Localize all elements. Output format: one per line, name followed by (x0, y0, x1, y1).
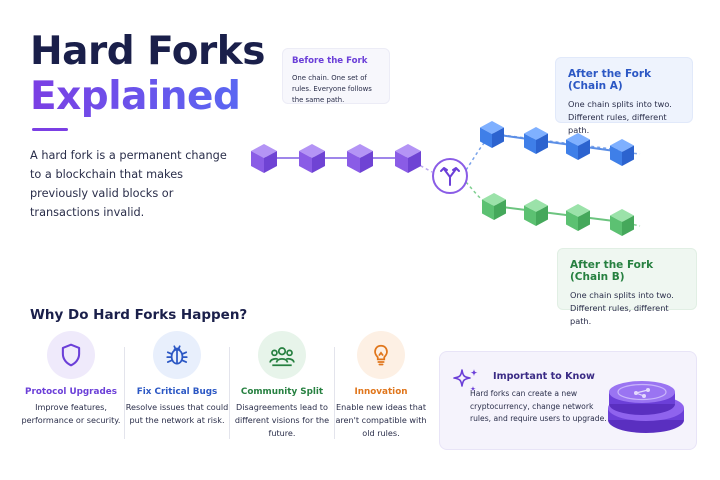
shield-icon (61, 343, 81, 367)
important-title: Important to Know (493, 371, 595, 382)
important-text: Hard forks can create a new cryptocurren… (470, 389, 607, 423)
people-icon (269, 347, 295, 367)
block-chain-b (566, 204, 590, 231)
reason-desc: Enable new ideas that aren't compatible … (335, 402, 427, 438)
block-before (395, 144, 421, 173)
reason-protocol-upgrades: Protocol Upgrades Improve features, perf… (19, 331, 123, 427)
block-before (347, 144, 373, 173)
chain-b-card: After the Fork (Chain B) One chain split… (557, 248, 697, 326)
reason-icon-circle (47, 331, 95, 379)
block-chain-a (610, 139, 634, 166)
reason-title: Innovation (354, 387, 408, 397)
block-before (299, 144, 325, 173)
chain-b-title: After the Fork (Chain B) (570, 259, 654, 283)
reason-icon-circle (153, 331, 201, 379)
title-underline (32, 128, 68, 131)
block-chain-b (610, 209, 634, 236)
block-chain-b (482, 193, 506, 220)
sparkle-icon (453, 369, 478, 392)
reason-icon-circle (357, 331, 405, 379)
reason-innovation: Innovation Enable new ideas that aren't … (329, 331, 433, 440)
coin-stack-icon (608, 381, 684, 433)
chain-link (491, 133, 623, 153)
bug-icon (166, 345, 188, 365)
fork-split-icon (440, 167, 460, 186)
chain-a-card: After the Fork (Chain A) One chain split… (555, 57, 693, 135)
reason-fix-critical-bugs: Fix Critical Bugs Resolve issues that co… (125, 331, 229, 427)
chain-a-path (465, 133, 621, 171)
before-fork-card: Before the Fork One chain. One set of ru… (282, 48, 390, 104)
section-title: Why Do Hard Forks Happen? (30, 307, 248, 323)
page-title: Hard Forks (30, 29, 265, 74)
reason-desc: Resolve issues that could put the networ… (125, 402, 229, 425)
chain-a-title: After the Fork (Chain A) (568, 68, 652, 92)
reason-title: Fix Critical Bugs (136, 387, 218, 397)
before-fork-title: Before the Fork (292, 56, 368, 66)
chain-link (493, 205, 623, 223)
intro-text: A hard fork is a permanent change to a b… (30, 149, 227, 219)
divider (334, 347, 335, 439)
reason-desc: Disagreements lead to different visions … (234, 402, 330, 438)
block-chain-a (566, 133, 590, 160)
divider (124, 347, 125, 439)
divider (229, 347, 230, 439)
chain-a-text: One chain splits into two. Different rul… (568, 99, 672, 135)
reason-icon-circle (258, 331, 306, 379)
block-before (251, 144, 277, 173)
reason-community-split: Community Split Disagreements lead to di… (230, 331, 334, 440)
chain-link (409, 159, 433, 173)
chain-b-text: One chain splits into two. Different rul… (570, 290, 674, 326)
reason-desc: Improve features, performance or securit… (21, 402, 121, 425)
before-fork-text: One chain. One set of rules. Everyone fo… (292, 74, 372, 104)
lightbulb-icon (374, 344, 388, 366)
block-chain-a (524, 127, 548, 154)
page-title-accent: Explained (30, 74, 241, 119)
reason-title: Community Split (240, 387, 324, 397)
reason-title: Protocol Upgrades (25, 387, 117, 397)
block-chain-b (524, 199, 548, 226)
